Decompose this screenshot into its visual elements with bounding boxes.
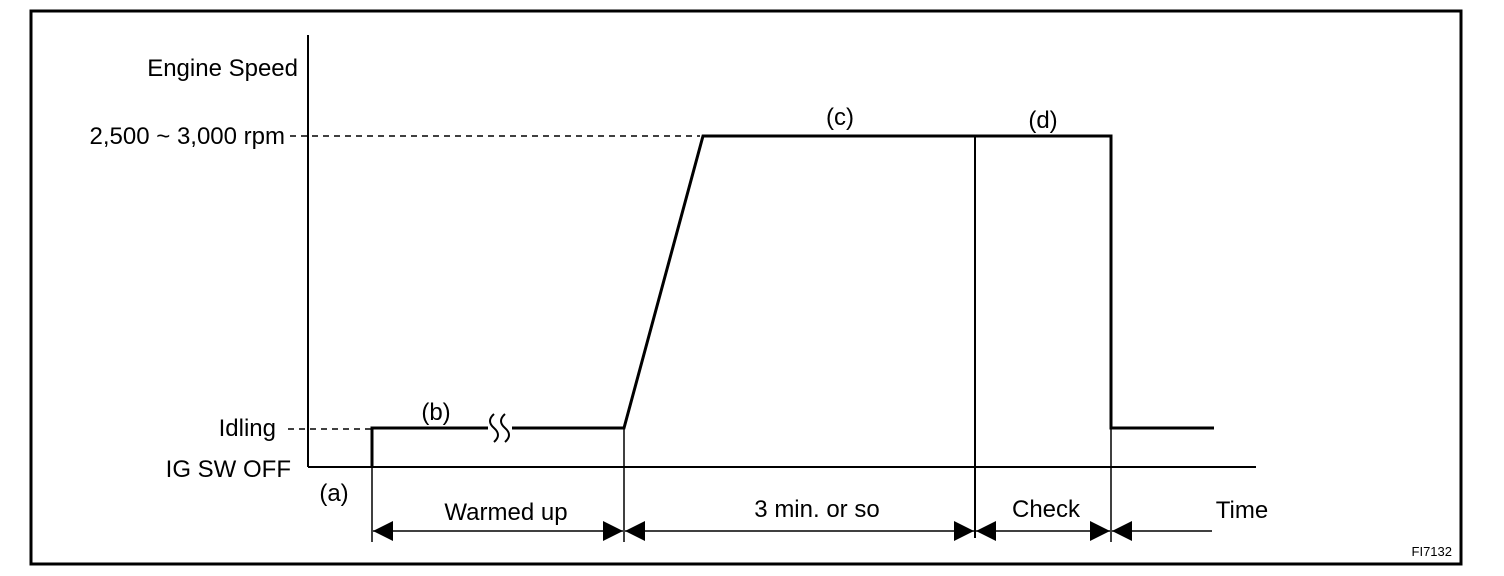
high-speed-label: 2,500 ~ 3,000 rpm [90,123,285,150]
point-b-label: (b) [421,399,450,426]
point-d-label: (d) [1028,107,1057,134]
x-axis-label: Time [1216,497,1268,524]
idle-label: Idling [219,415,276,442]
point-a-label: (a) [319,480,348,507]
speed-profile-line [370,426,488,467]
diagram-frame [29,9,1463,566]
three-min-label: 3 min. or so [754,496,879,523]
ig-off-label: IG SW OFF [166,456,291,483]
break-symbol [489,413,510,443]
point-c-label: (c) [826,104,854,131]
y-axis-label: Engine Speed [147,55,298,82]
figure-id: FI7132 [1412,544,1452,559]
speed-profile-line-2 [512,134,1214,430]
warmed-up-label: Warmed up [444,499,567,526]
check-label: Check [1012,496,1081,523]
